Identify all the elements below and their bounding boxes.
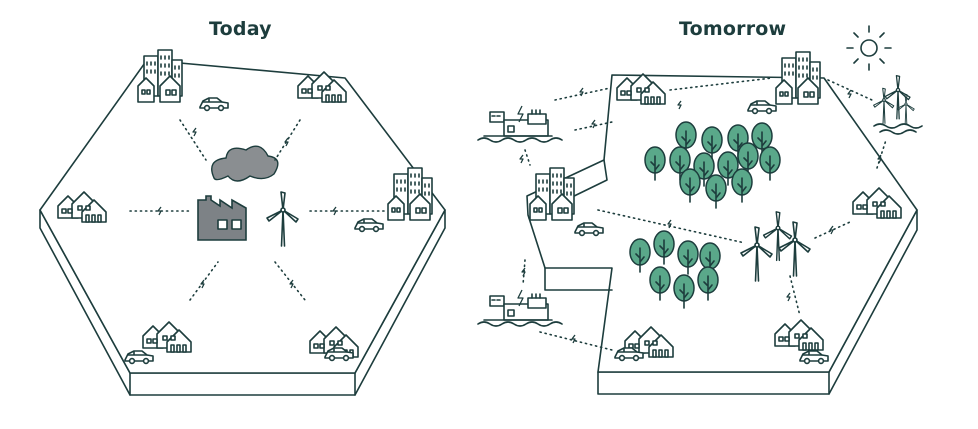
sun-icon (846, 25, 892, 71)
storage-station-bottom (477, 289, 563, 327)
today-city (137, 49, 183, 103)
tomorrow-city-left (529, 167, 575, 221)
tomorrow-links (519, 77, 887, 351)
title-tomorrow: Tomorrow (679, 18, 787, 40)
tomorrow-city-top (775, 51, 821, 105)
offshore-wind-icon (873, 74, 923, 135)
storage-station-top (477, 105, 563, 143)
factory-icon (197, 145, 279, 241)
tomorrow-hexagon (526, 74, 918, 395)
today-links (129, 119, 386, 301)
today-city-right (387, 167, 433, 221)
title-today: Today (209, 18, 272, 40)
